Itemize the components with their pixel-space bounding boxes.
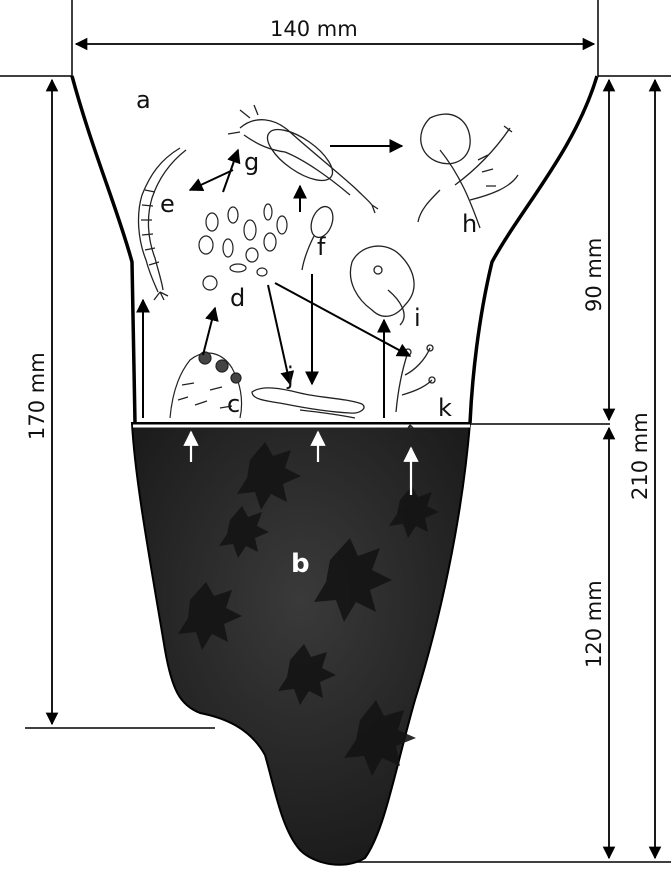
label-a: a [136,86,151,114]
organism-f-cell [301,205,334,271]
organism-c-colony [169,351,243,419]
dimension-left-height: 170 mm [0,75,215,729]
label-total-height: 210 mm [628,412,652,500]
leaf-litter [178,442,439,776]
container-outline [70,75,599,424]
label-upper-height: 90 mm [582,238,606,312]
label-b: b [291,549,310,579]
dimension-top-width: 140 mm [71,0,599,76]
label-lower-height: 120 mm [582,580,606,668]
label-h: h [462,210,477,238]
organism-g-crustacean [227,104,379,214]
label-c: c [227,390,240,418]
sediment-arrows [183,430,419,495]
organism-e-larva [137,147,187,301]
label-j: j [286,362,294,390]
organism-labels: a c d e f g h i j k [136,86,477,422]
label-f: f [317,233,326,261]
sediment-layer: b [130,422,472,866]
organism-h-organism [417,113,519,229]
dimension-right: 90 mm 210 mm 120 mm [355,75,671,863]
organism-j-worm [251,387,365,419]
label-i: i [414,304,421,332]
organism-i-amoeba [349,245,415,326]
label-d: d [230,284,245,312]
label-g: g [244,148,259,176]
label-top-width: 140 mm [270,17,358,41]
food-web-arrows [136,139,412,418]
label-left-height: 170 mm [25,352,49,440]
label-e: e [160,190,175,218]
organism-d-spores [198,203,288,291]
label-k: k [438,394,452,422]
